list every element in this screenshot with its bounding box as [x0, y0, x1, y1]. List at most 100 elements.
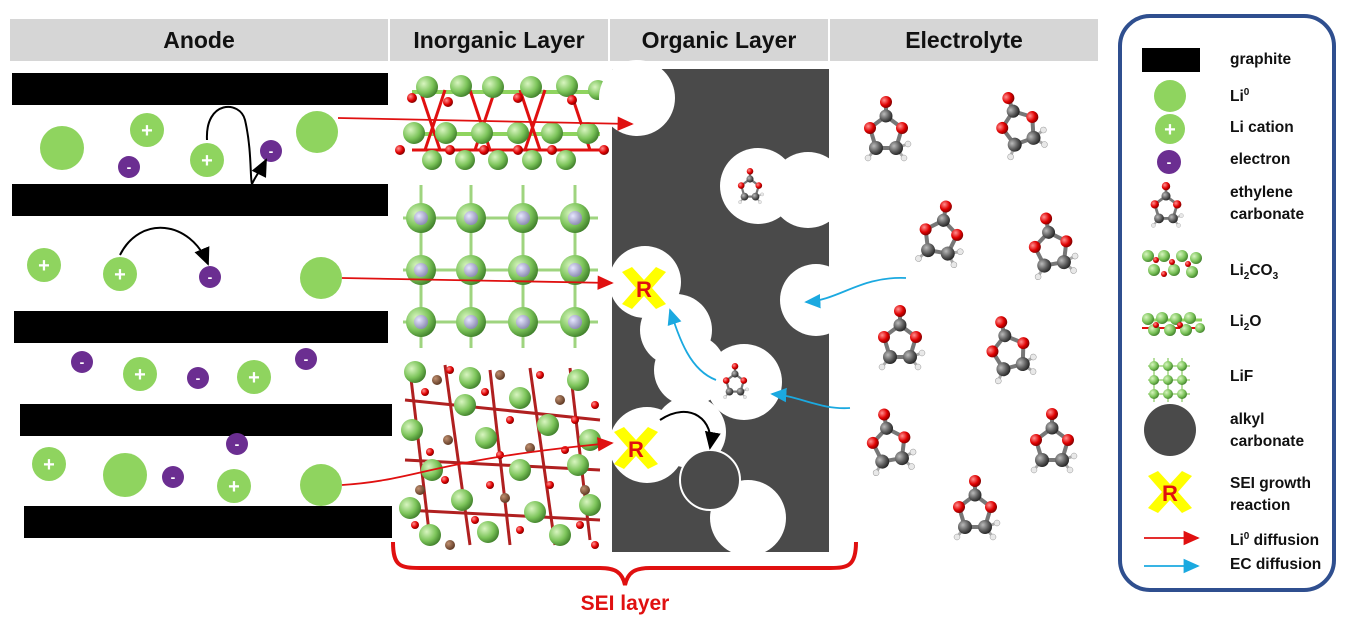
svg-text:-: - — [269, 143, 274, 159]
svg-text:-: - — [1167, 154, 1172, 170]
legend-panel: + - — [1118, 14, 1336, 592]
li-cation: + — [123, 357, 157, 391]
legend-label-li2o: Li2O — [1230, 313, 1262, 334]
li-cation: + — [27, 248, 61, 282]
ec-molecule — [976, 307, 1043, 387]
graphite-sheet — [12, 184, 388, 216]
svg-text:+: + — [228, 476, 240, 498]
legend-li-cation-swatch: + — [1155, 114, 1185, 144]
svg-text:-: - — [304, 351, 309, 367]
svg-text:-: - — [127, 159, 132, 175]
legend-li2co3-swatch — [1142, 250, 1202, 278]
li-cation: + — [217, 469, 251, 503]
svg-text:+: + — [201, 150, 213, 172]
legend-label-lif: LiF — [1230, 368, 1254, 385]
electron: - — [226, 433, 248, 455]
electron: - — [118, 156, 140, 178]
svg-text:R: R — [1162, 481, 1178, 506]
svg-text:+: + — [114, 264, 126, 286]
svg-text:-: - — [80, 354, 85, 370]
li-cation: + — [190, 143, 224, 177]
li0-atom — [40, 126, 84, 170]
ec-molecule — [859, 402, 921, 479]
legend-symbols: + - — [1142, 48, 1205, 574]
li2o-crystal — [395, 75, 609, 170]
legend-label-li-cation: Li cation — [1230, 119, 1294, 136]
svg-text:-: - — [235, 436, 240, 452]
sei-brace — [391, 541, 858, 586]
inorganic-layer — [395, 75, 609, 550]
svg-text:+: + — [134, 364, 146, 386]
svg-text:+: + — [141, 120, 153, 142]
legend-sei-reaction-swatch: R — [1148, 471, 1192, 513]
sei-reaction-marker: R — [622, 267, 666, 309]
legend-li2o-swatch — [1142, 312, 1205, 336]
graphite-sheet — [20, 404, 392, 436]
legend-label-li0-diffusion: Li0 diffusion — [1230, 531, 1320, 550]
electron: - — [71, 351, 93, 373]
legend-label-li0: Li0 — [1230, 87, 1250, 106]
ec-molecule — [951, 473, 1002, 542]
svg-text:R: R — [628, 437, 644, 462]
li-cation: + — [32, 447, 66, 481]
legend-label-li2co3: Li2CO3 — [1230, 262, 1279, 283]
legend-label-ec-diffusion: EC diffusion — [1230, 556, 1322, 573]
ec-molecule — [876, 303, 927, 372]
svg-text:+: + — [248, 367, 260, 389]
li0-atom — [103, 453, 147, 497]
li0-atom — [300, 257, 342, 299]
li0-diffusion-arrows — [337, 116, 634, 486]
electron: - — [199, 266, 221, 288]
electron: - — [162, 466, 184, 488]
sei-reaction-marker: R — [614, 427, 658, 469]
svg-text:+: + — [43, 454, 55, 476]
legend-ec-swatch — [1149, 180, 1185, 229]
graphite-sheet — [24, 506, 392, 538]
svg-text:-: - — [171, 469, 176, 485]
ec-molecule — [1021, 206, 1083, 283]
li2co3-crystal — [399, 361, 601, 550]
anode-section: + + + + + + + + - - - - - - - - — [12, 73, 392, 538]
graphite-sheet — [12, 73, 388, 105]
li0-atom — [300, 464, 342, 506]
svg-text:-: - — [196, 370, 201, 386]
electron-transfer-arrow — [119, 227, 210, 266]
li-cation: + — [130, 113, 164, 147]
header-inorganic-layer: Inorganic Layer — [390, 19, 608, 61]
electron-transfer-arrow — [205, 105, 267, 187]
alkyl-carbonate-particle — [679, 449, 741, 511]
sei-layer-label: SEI layer — [580, 592, 670, 615]
electron: - — [187, 367, 209, 389]
li-cation: + — [103, 257, 137, 291]
electron: - — [295, 348, 317, 370]
graphite-sheet — [14, 311, 388, 343]
svg-text:+: + — [1164, 119, 1176, 141]
pore — [599, 60, 675, 136]
header-organic-layer: Organic Layer — [610, 19, 828, 61]
electron: - — [260, 140, 282, 162]
svg-text:-: - — [208, 269, 213, 285]
svg-text:+: + — [38, 255, 50, 277]
organic-layer: R R — [599, 60, 852, 556]
legend-li0-swatch — [1154, 80, 1186, 112]
ec-molecule — [911, 194, 974, 271]
legend-electron-swatch: - — [1157, 150, 1181, 174]
svg-text:R: R — [636, 277, 652, 302]
pore — [770, 152, 846, 228]
legend-alkyl-carbonate-swatch — [1144, 404, 1196, 456]
electrolyte-section — [859, 81, 1083, 542]
ec-molecule — [983, 81, 1055, 164]
li-cation: + — [237, 360, 271, 394]
li0-atom — [296, 111, 338, 153]
legend-label-electron: electron — [1230, 151, 1291, 168]
header-anode: Anode — [10, 19, 388, 61]
lif-crystal — [403, 185, 598, 348]
reaction-arrow — [659, 410, 721, 450]
header-electrolyte: Electrolyte — [830, 19, 1098, 61]
ec-diffusion-arrows — [667, 277, 907, 410]
ec-molecule — [1028, 406, 1079, 475]
